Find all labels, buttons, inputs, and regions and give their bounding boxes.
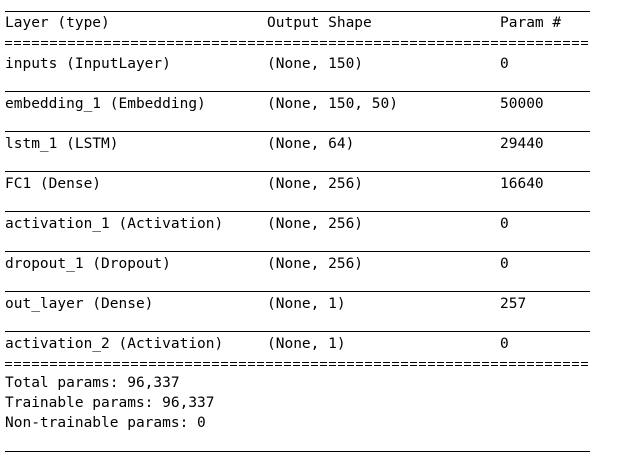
row-param-count: 50000 (500, 96, 544, 112)
row-separator (5, 171, 590, 172)
row-separator (5, 251, 590, 252)
row-output-shape: (None, 64) (267, 136, 355, 152)
row-param-count: 257 (500, 296, 527, 312)
row-param-count: 29440 (500, 136, 544, 152)
row-layer-name: lstm_1 (LSTM) (5, 136, 119, 152)
row-separator (5, 131, 590, 132)
row-param-count: 0 (500, 336, 509, 352)
header-output-shape: Output Shape (267, 15, 372, 31)
row-param-count: 0 (500, 216, 509, 232)
row-layer-name: dropout_1 (Dropout) (5, 256, 171, 272)
row-output-shape: (None, 150) (267, 56, 364, 72)
row-output-shape: (None, 256) (267, 216, 364, 232)
row-layer-name: FC1 (Dense) (5, 176, 102, 192)
row-layer-name: embedding_1 (Embedding) (5, 96, 206, 112)
row-param-count: 0 (500, 256, 509, 272)
header-layer-type: Layer (type) (5, 15, 110, 31)
row-output-shape: (None, 1) (267, 296, 346, 312)
row-layer-name: out_layer (Dense) (5, 296, 154, 312)
header-param-count: Param # (500, 15, 562, 31)
row-separator (5, 91, 590, 92)
row-separator (5, 291, 590, 292)
footer-double-rule (5, 362, 590, 366)
row-layer-name: inputs (InputLayer) (5, 56, 171, 72)
row-output-shape: (None, 150, 50) (267, 96, 398, 112)
row-layer-name: activation_2 (Activation) (5, 336, 224, 352)
row-output-shape: (None, 256) (267, 176, 364, 192)
trainable-params: Trainable params: 96,337 (5, 395, 215, 411)
row-output-shape: (None, 256) (267, 256, 364, 272)
row-separator (5, 331, 590, 332)
total-params: Total params: 96,337 (5, 375, 180, 391)
row-separator (5, 211, 590, 212)
non-trainable-params: Non-trainable params: 0 (5, 415, 206, 431)
row-layer-name: activation_1 (Activation) (5, 216, 224, 232)
bottom-rule (5, 451, 590, 452)
row-output-shape: (None, 1) (267, 336, 346, 352)
row-param-count: 0 (500, 56, 509, 72)
header-double-rule (5, 41, 590, 45)
row-param-count: 16640 (500, 176, 544, 192)
top-rule (5, 11, 590, 12)
